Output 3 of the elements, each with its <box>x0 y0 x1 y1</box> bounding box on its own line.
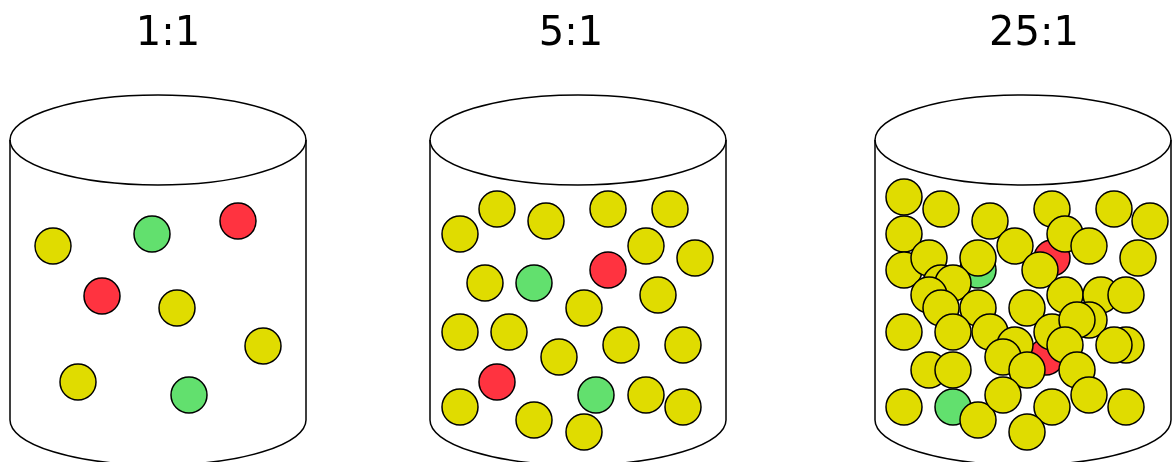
ratio-heading: 5:1 <box>538 8 604 54</box>
ratio-heading: 1:1 <box>135 8 201 54</box>
ratio-heading: 25:1 <box>989 8 1079 54</box>
